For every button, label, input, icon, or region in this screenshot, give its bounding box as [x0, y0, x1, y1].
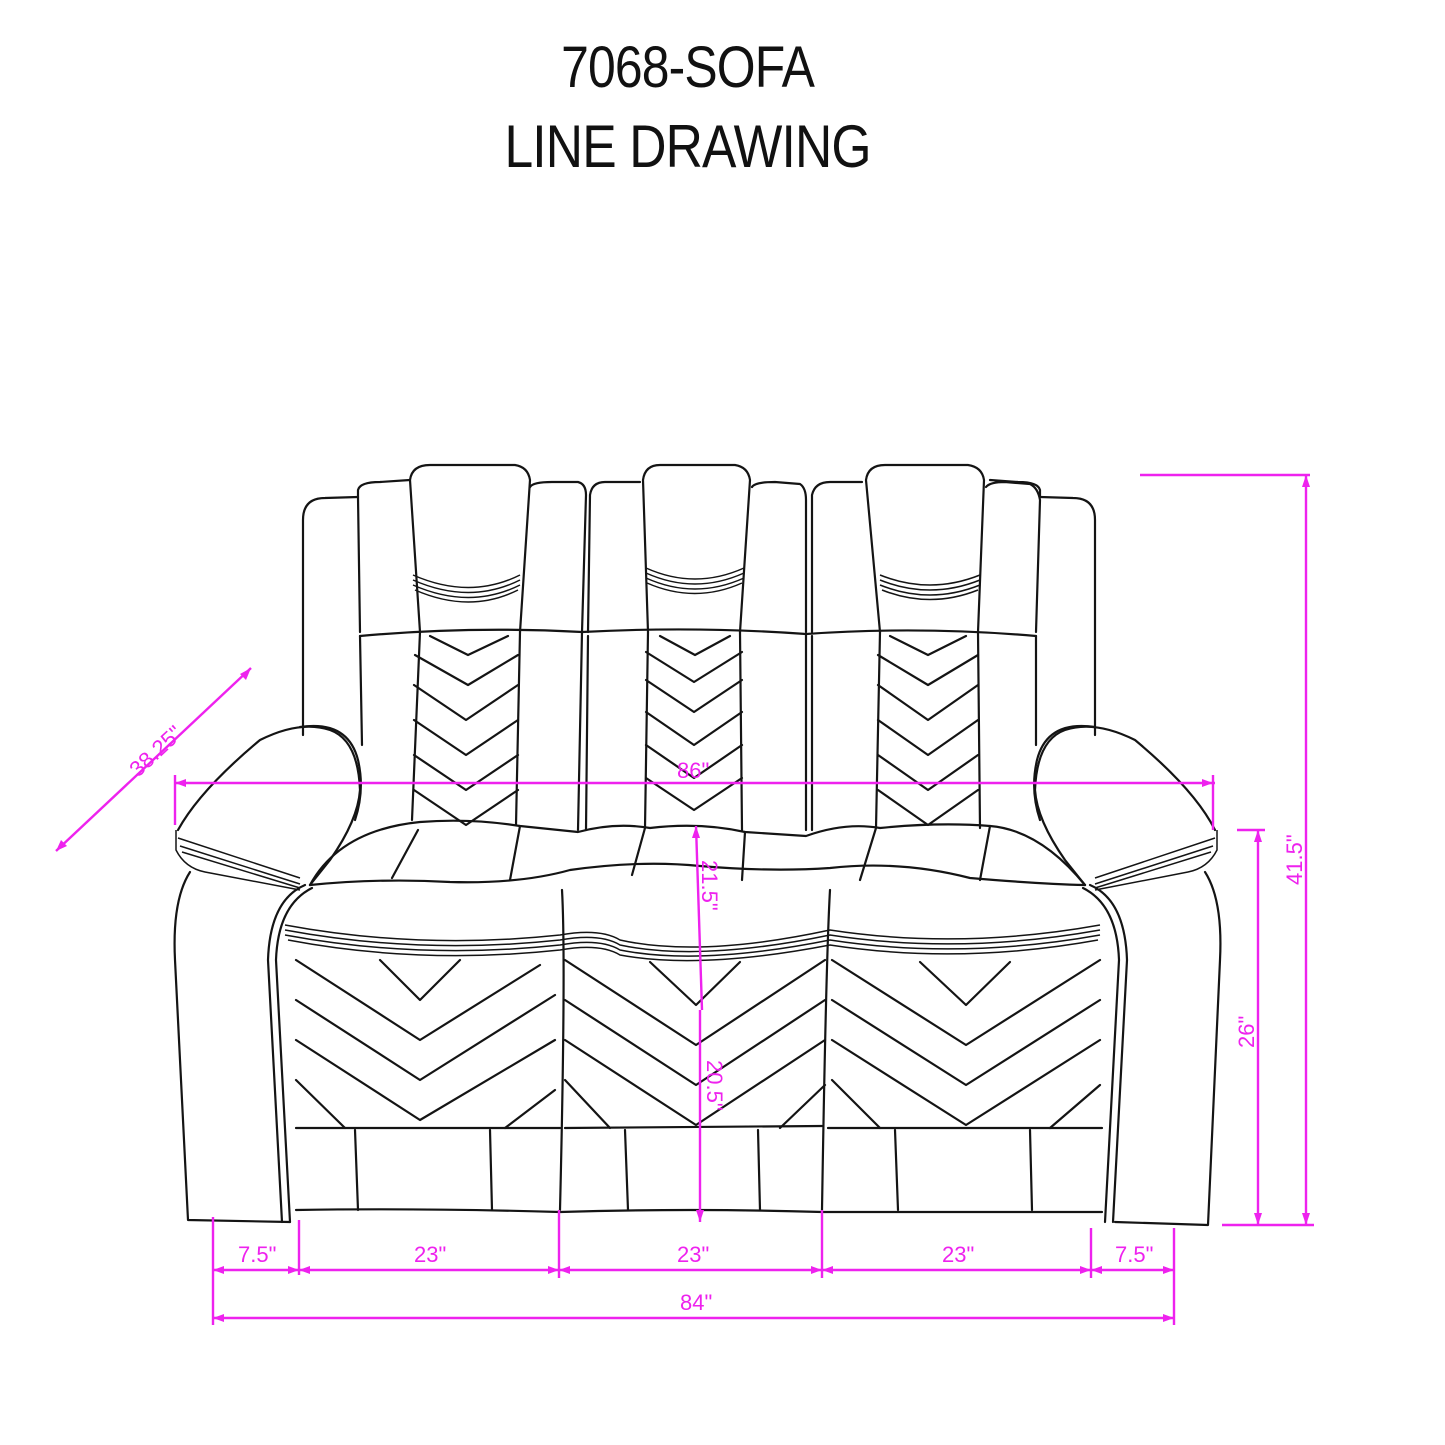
seat1-width-label: 23"	[414, 1242, 446, 1267]
inner-width-label: 86"	[677, 758, 709, 783]
left-arm-width-label: 7.5"	[238, 1242, 276, 1267]
overall-height-label: 41.5"	[1282, 834, 1307, 885]
dimension-annotations: 38.25" 86" 21.5" 20.5" 41.5" 26"	[55, 473, 1314, 1325]
right-arm-width-label: 7.5"	[1115, 1242, 1153, 1267]
drawing-title-model: 7068-SOFA	[561, 35, 815, 100]
overall-width-label: 84"	[680, 1290, 712, 1315]
seat2-width-label: 23"	[677, 1242, 709, 1267]
right-arm	[1033, 724, 1222, 1227]
sofa-back	[301, 463, 1097, 832]
back-height-label: 21.5"	[697, 860, 722, 911]
seat-height-label: 20.5"	[702, 1060, 727, 1111]
depth-label: 38.25"	[124, 720, 187, 781]
drawing-title-subtitle: LINE DRAWING	[504, 113, 871, 180]
seat-cushions	[284, 819, 1104, 1214]
depth-dimension-line	[55, 667, 252, 852]
seat3-width-label: 23"	[942, 1242, 974, 1267]
arm-height-label: 26"	[1234, 1016, 1259, 1048]
left-arm	[173, 724, 362, 1224]
